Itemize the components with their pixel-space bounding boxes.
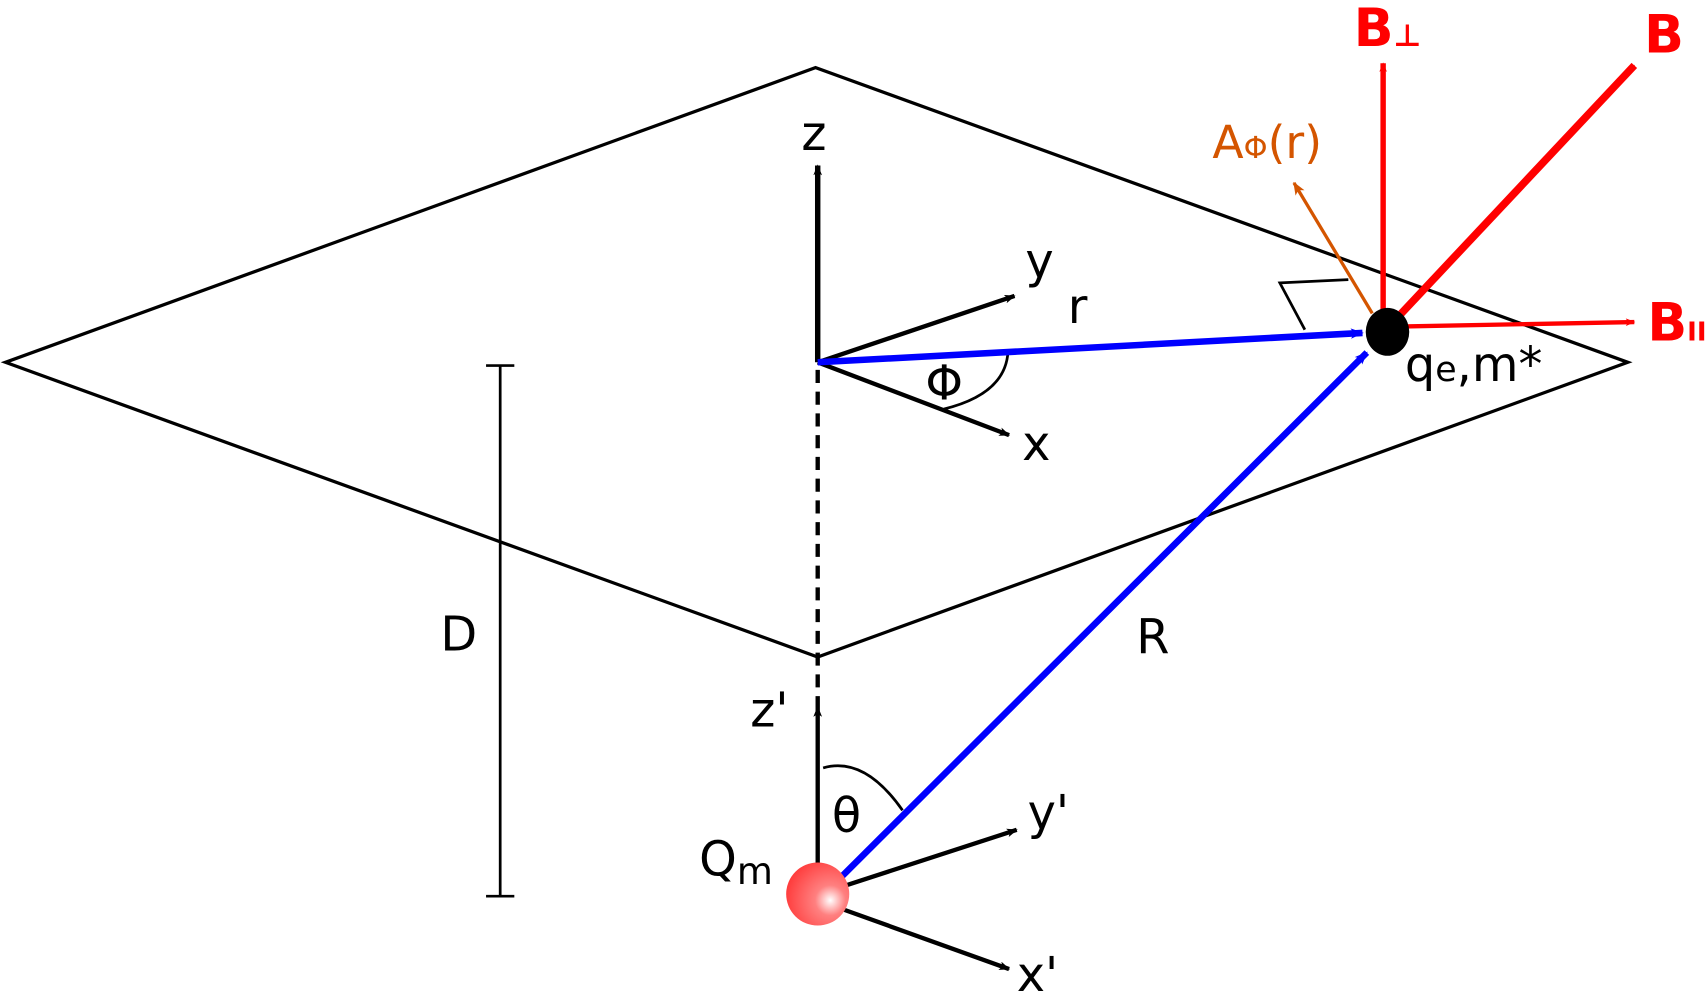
- label-x: x: [1022, 417, 1050, 472]
- label-phi: Φ: [925, 356, 963, 411]
- vector-potential-arrow: [1292, 181, 1374, 315]
- b-parallel-arrow: [1404, 318, 1636, 329]
- label-r: r: [1068, 280, 1088, 335]
- plane: [0, 65, 1633, 659]
- right-angle-marker: [1277, 278, 1349, 331]
- phi-arc: [943, 351, 1010, 411]
- label-theta: θ: [832, 789, 861, 844]
- y-prime-axis: [842, 827, 1018, 889]
- R-vector: [837, 350, 1370, 882]
- x-axis: [816, 360, 1011, 438]
- label-d: D: [440, 607, 477, 662]
- r-vector: [817, 328, 1364, 366]
- label-x-prime: x': [1017, 948, 1058, 991]
- charged-particle: [1365, 307, 1410, 356]
- theta-arc: [822, 764, 904, 812]
- x-prime-axis: [841, 907, 1011, 972]
- label-particle: qe,m*: [1405, 338, 1542, 393]
- label-y-prime: y': [1028, 786, 1069, 841]
- y-axis: [817, 293, 1016, 365]
- label-b: B: [1644, 5, 1684, 65]
- label-z-prime: z': [750, 684, 788, 739]
- b-arrow: [1394, 62, 1638, 321]
- monopole-sphere: [786, 862, 850, 926]
- label-monopole: Qm: [699, 833, 773, 894]
- label-b-parallel: BII: [1647, 294, 1705, 354]
- label-b-perp: B⊥: [1354, 0, 1422, 59]
- label-y: y: [1025, 234, 1053, 289]
- label-R: R: [1136, 611, 1169, 666]
- label-z: z: [801, 107, 826, 162]
- label-vector-potential: AΦ(r): [1212, 116, 1322, 169]
